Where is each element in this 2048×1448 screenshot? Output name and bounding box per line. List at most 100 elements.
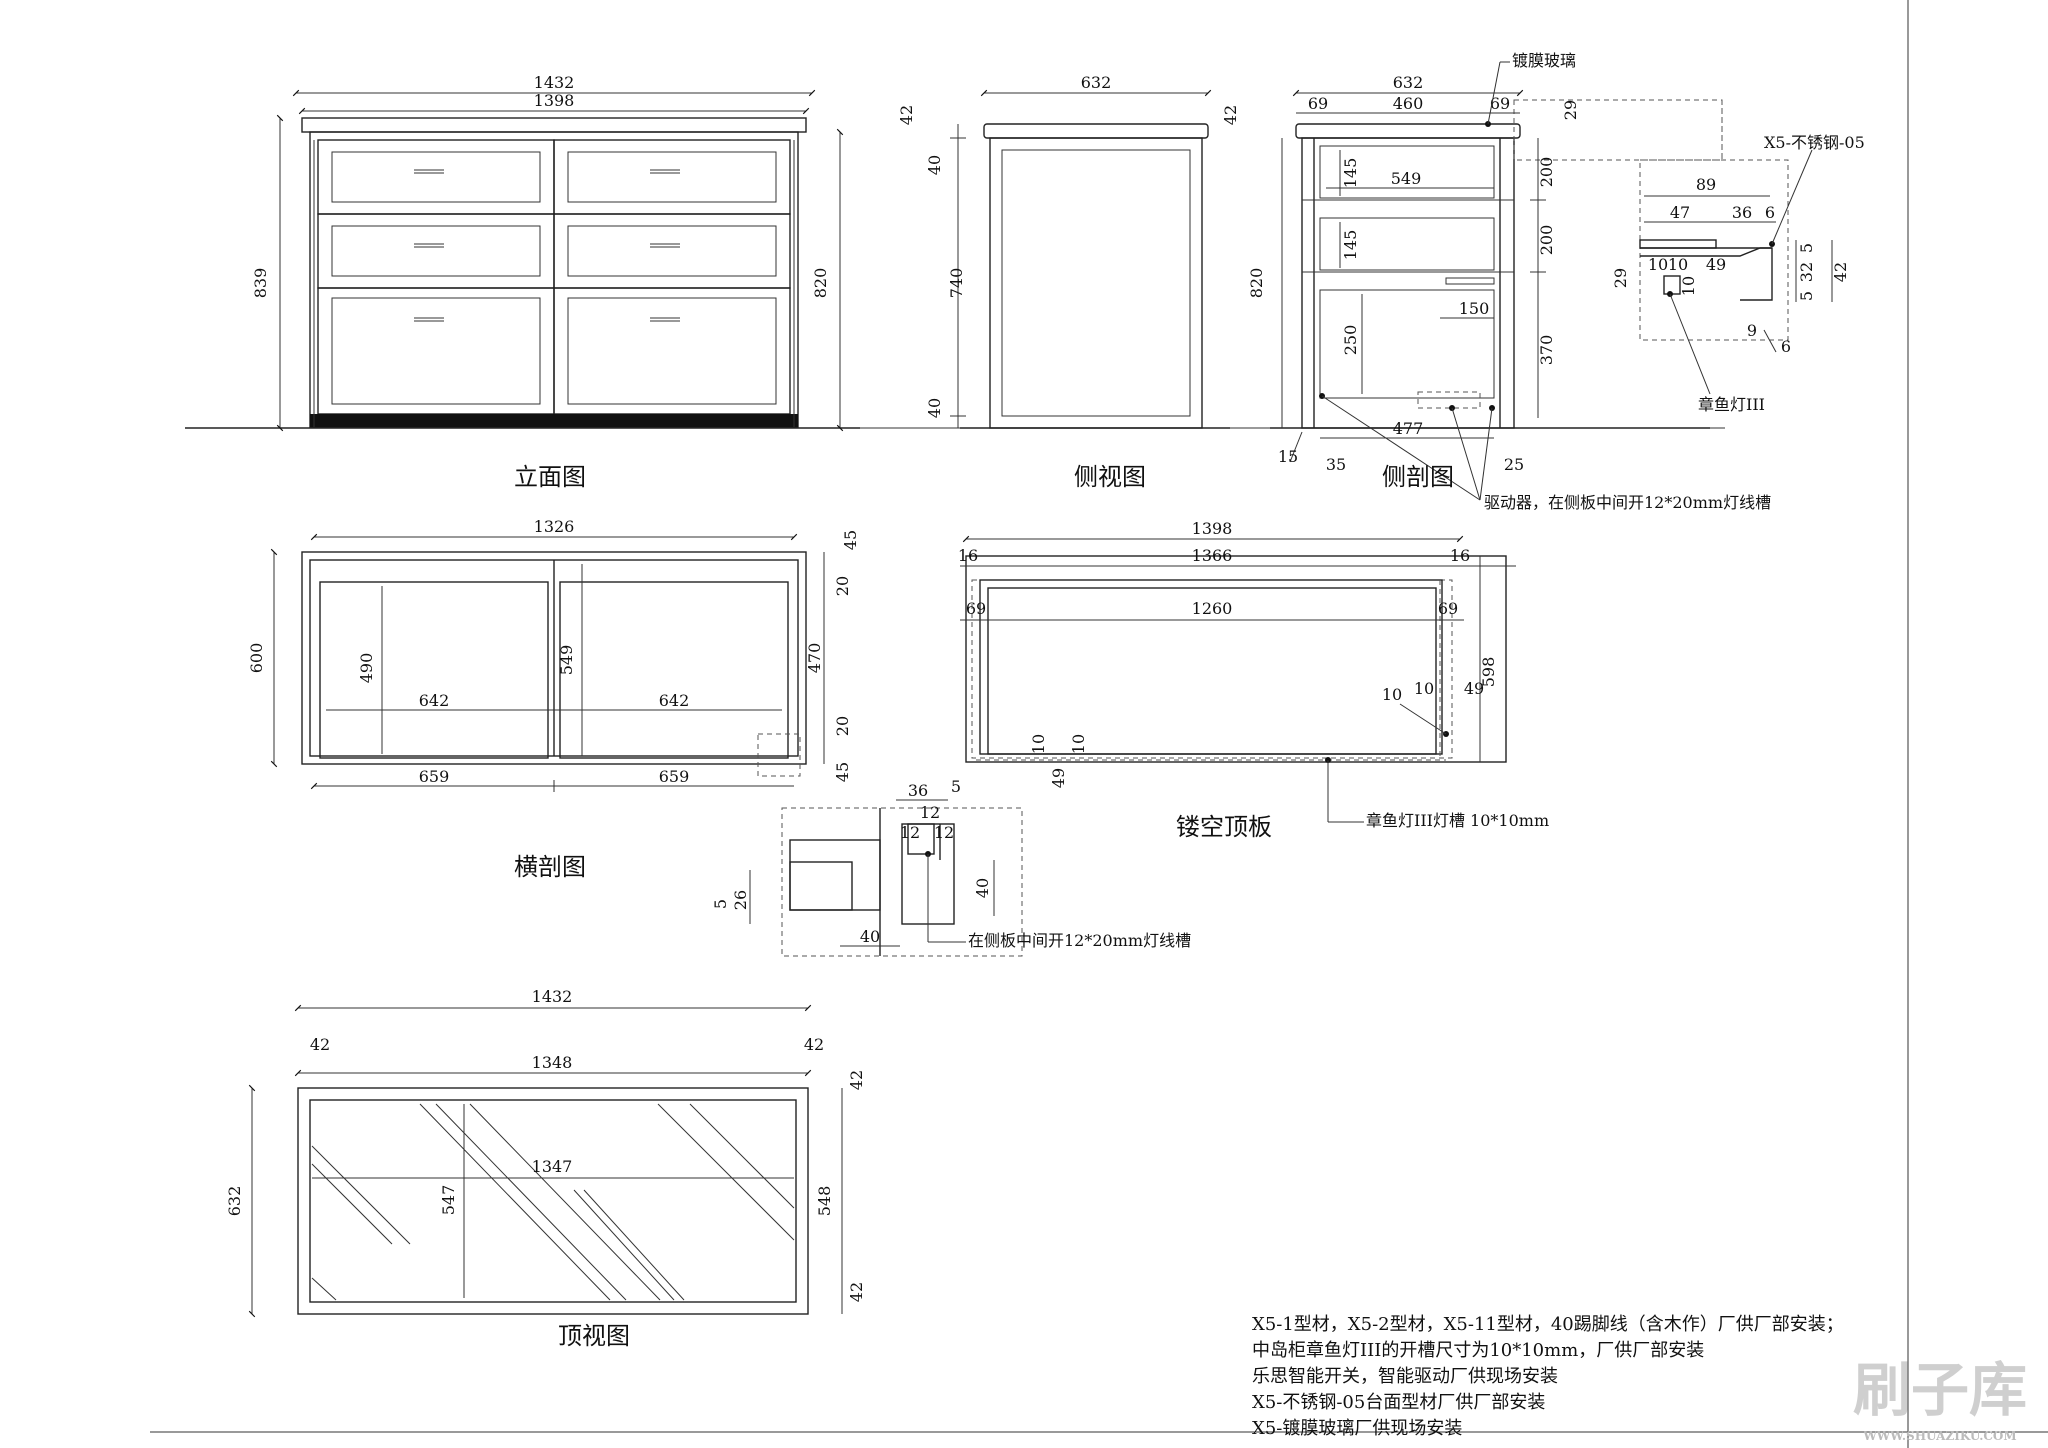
- dim-sec-200a: 200: [1537, 157, 1556, 188]
- dim-tp-49: 49: [1464, 679, 1484, 698]
- dim-tp-16a: 16: [958, 546, 978, 565]
- dim-elev-820: 820: [811, 268, 830, 299]
- dim-groove-12a: 12: [920, 803, 940, 822]
- dim-det-10b: 10: [1668, 255, 1688, 274]
- dim-det-42: 42: [1831, 262, 1850, 282]
- dim-side-740: 740: [947, 268, 966, 299]
- dim-cross-490: 490: [357, 653, 376, 684]
- dim-sec-145a: 145: [1341, 158, 1360, 189]
- dim-groove-5b: 5: [711, 899, 730, 909]
- dim-det-9: 9: [1747, 321, 1757, 340]
- note-1: X5-1型材，X5-2型材，X5-11型材，40踢脚线（含木作）厂供厂部安装；: [1252, 1314, 1844, 1335]
- label-coated-glass: 镀膜玻璃: [1512, 51, 1576, 70]
- watermark-text: 刷子库: [1853, 1356, 2027, 1424]
- dim-cross-45b: 45: [833, 762, 852, 782]
- dim-side-40bot: 40: [925, 398, 944, 418]
- dim-sec-69a: 69: [1308, 94, 1328, 113]
- side-view: 632 42 40 740 40 侧视图: [897, 73, 1230, 491]
- dim-plan-1348: 1348: [532, 1053, 573, 1072]
- dim-plan-632: 632: [225, 1186, 244, 1217]
- title-cross: 横剖图: [514, 853, 586, 881]
- title-section: 侧剖图: [1382, 463, 1454, 491]
- dim-tp-69b: 69: [1438, 599, 1458, 618]
- dim-sec-632: 632: [1393, 73, 1424, 92]
- dim-det-5b: 5: [1797, 291, 1816, 301]
- dim-tp-16b: 16: [1450, 546, 1470, 565]
- dim-det-47: 47: [1670, 203, 1690, 222]
- dim-sec-29: 29: [1561, 100, 1580, 120]
- dim-tp-1366: 1366: [1192, 546, 1233, 565]
- dim-groove-12c: 12: [934, 823, 954, 842]
- dim-groove-5: 5: [951, 777, 961, 796]
- notes-block: X5-1型材，X5-2型材，X5-11型材，40踢脚线（含木作）厂供厂部安装； …: [1252, 1314, 1844, 1439]
- dim-sec-69b: 69: [1490, 94, 1510, 113]
- groove-detail: 36 5 12 12 12 40 26 5 40 在侧板中间开12*20mm灯线…: [711, 777, 1191, 957]
- dim-cross-1326: 1326: [534, 517, 575, 536]
- note-5: X5-镀膜玻璃厂供现场安装: [1252, 1418, 1462, 1439]
- dim-cross-659b: 659: [659, 767, 690, 786]
- watermark: 刷子库 WWW.SHUAZIKU.COM: [1853, 1356, 2027, 1443]
- dim-plan-42a: 42: [310, 1035, 330, 1054]
- glass-hatch: [311, 1103, 795, 1301]
- dim-sec-460: 460: [1393, 94, 1424, 113]
- dim-cross-600: 600: [247, 643, 266, 674]
- dim-det-36: 36: [1732, 203, 1752, 222]
- dim-tp-10d: 10: [1069, 734, 1088, 754]
- dim-det-10a: 10: [1648, 255, 1668, 274]
- dim-tp-598: 598: [1479, 657, 1498, 688]
- dim-side-40top: 40: [925, 155, 944, 175]
- dim-det-49: 49: [1706, 255, 1726, 274]
- dim-side-42: 42: [897, 105, 916, 125]
- label-octopus-light: 章鱼灯III: [1698, 395, 1765, 414]
- dim-det-89: 89: [1696, 175, 1716, 194]
- dim-tp-1260: 1260: [1192, 599, 1233, 618]
- dim-plan-1347: 1347: [532, 1157, 573, 1176]
- note-4: X5-不锈钢-05台面型材厂供厂部安装: [1252, 1392, 1545, 1413]
- dim-sec-145b: 145: [1341, 230, 1360, 261]
- dim-det-6b: 6: [1781, 337, 1791, 356]
- note-2: 中岛柜章鱼灯III的开槽尺寸为10*10mm，厂供厂部安装: [1252, 1340, 1704, 1361]
- dim-sec-549: 549: [1391, 169, 1422, 188]
- dim-cross-549: 549: [557, 645, 576, 676]
- dim-elev-1432: 1432: [534, 73, 575, 92]
- dim-det-5a: 5: [1797, 243, 1816, 253]
- dim-groove-12b: 12: [900, 823, 920, 842]
- dim-sec-250: 250: [1341, 325, 1360, 356]
- dim-det-10c: 10: [1679, 276, 1698, 296]
- cross-section-view: 642 642 490 549 1326 600 659 659 45 20 4…: [247, 517, 860, 881]
- elevation-view: 1432 1398 839 820 立面图: [185, 73, 860, 491]
- plan-view: 1347 547 1432 1348 42 42 632 548 42 42 顶…: [225, 987, 866, 1350]
- dim-plan-547: 547: [439, 1185, 458, 1216]
- dim-tp-49b: 49: [1049, 768, 1068, 788]
- dim-plan-1432: 1432: [532, 987, 573, 1006]
- dim-tp-10b: 10: [1414, 679, 1434, 698]
- dim-det-29: 29: [1611, 268, 1630, 288]
- note-3: 乐思智能开关，智能驱动厂供现场安装: [1252, 1366, 1558, 1387]
- dim-sec-42: 42: [1221, 105, 1240, 125]
- steel-profile-detail: 89 47 36 6 29 10 10 49 10 5 32 5 42 9 6 …: [1611, 133, 1865, 414]
- dim-tp-1398: 1398: [1192, 519, 1233, 538]
- dim-cross-20b: 20: [833, 716, 852, 736]
- dim-cross-20t: 20: [833, 576, 852, 596]
- dim-groove-36: 36: [908, 781, 928, 800]
- dim-tp-10a: 10: [1382, 685, 1402, 704]
- dim-plan-42d: 42: [847, 1282, 866, 1302]
- dim-sec-35: 35: [1326, 455, 1346, 474]
- dim-side-632: 632: [1081, 73, 1112, 92]
- dim-sec-200b: 200: [1537, 225, 1556, 256]
- dim-cross-659a: 659: [419, 767, 450, 786]
- dim-plan-42b: 42: [804, 1035, 824, 1054]
- dim-plan-42c: 42: [847, 1070, 866, 1090]
- dim-sec-477: 477: [1393, 419, 1424, 438]
- title-top-panel: 镂空顶板: [1176, 813, 1272, 841]
- label-light-groove-size: 章鱼灯III灯槽 10*10mm: [1366, 811, 1549, 830]
- dim-tp-69a: 69: [966, 599, 986, 618]
- label-driver: 驱动器，在侧板中间开12*20mm灯线槽: [1484, 493, 1771, 512]
- section-view: 632 69 460 69 29 42 820 549 145 145 250 …: [1221, 51, 1771, 512]
- dim-sec-150: 150: [1459, 299, 1490, 318]
- dim-groove-26: 26: [731, 890, 750, 910]
- title-elevation: 立面图: [514, 463, 586, 491]
- dim-cross-642b: 642: [659, 691, 690, 710]
- dim-plan-548: 548: [815, 1186, 834, 1217]
